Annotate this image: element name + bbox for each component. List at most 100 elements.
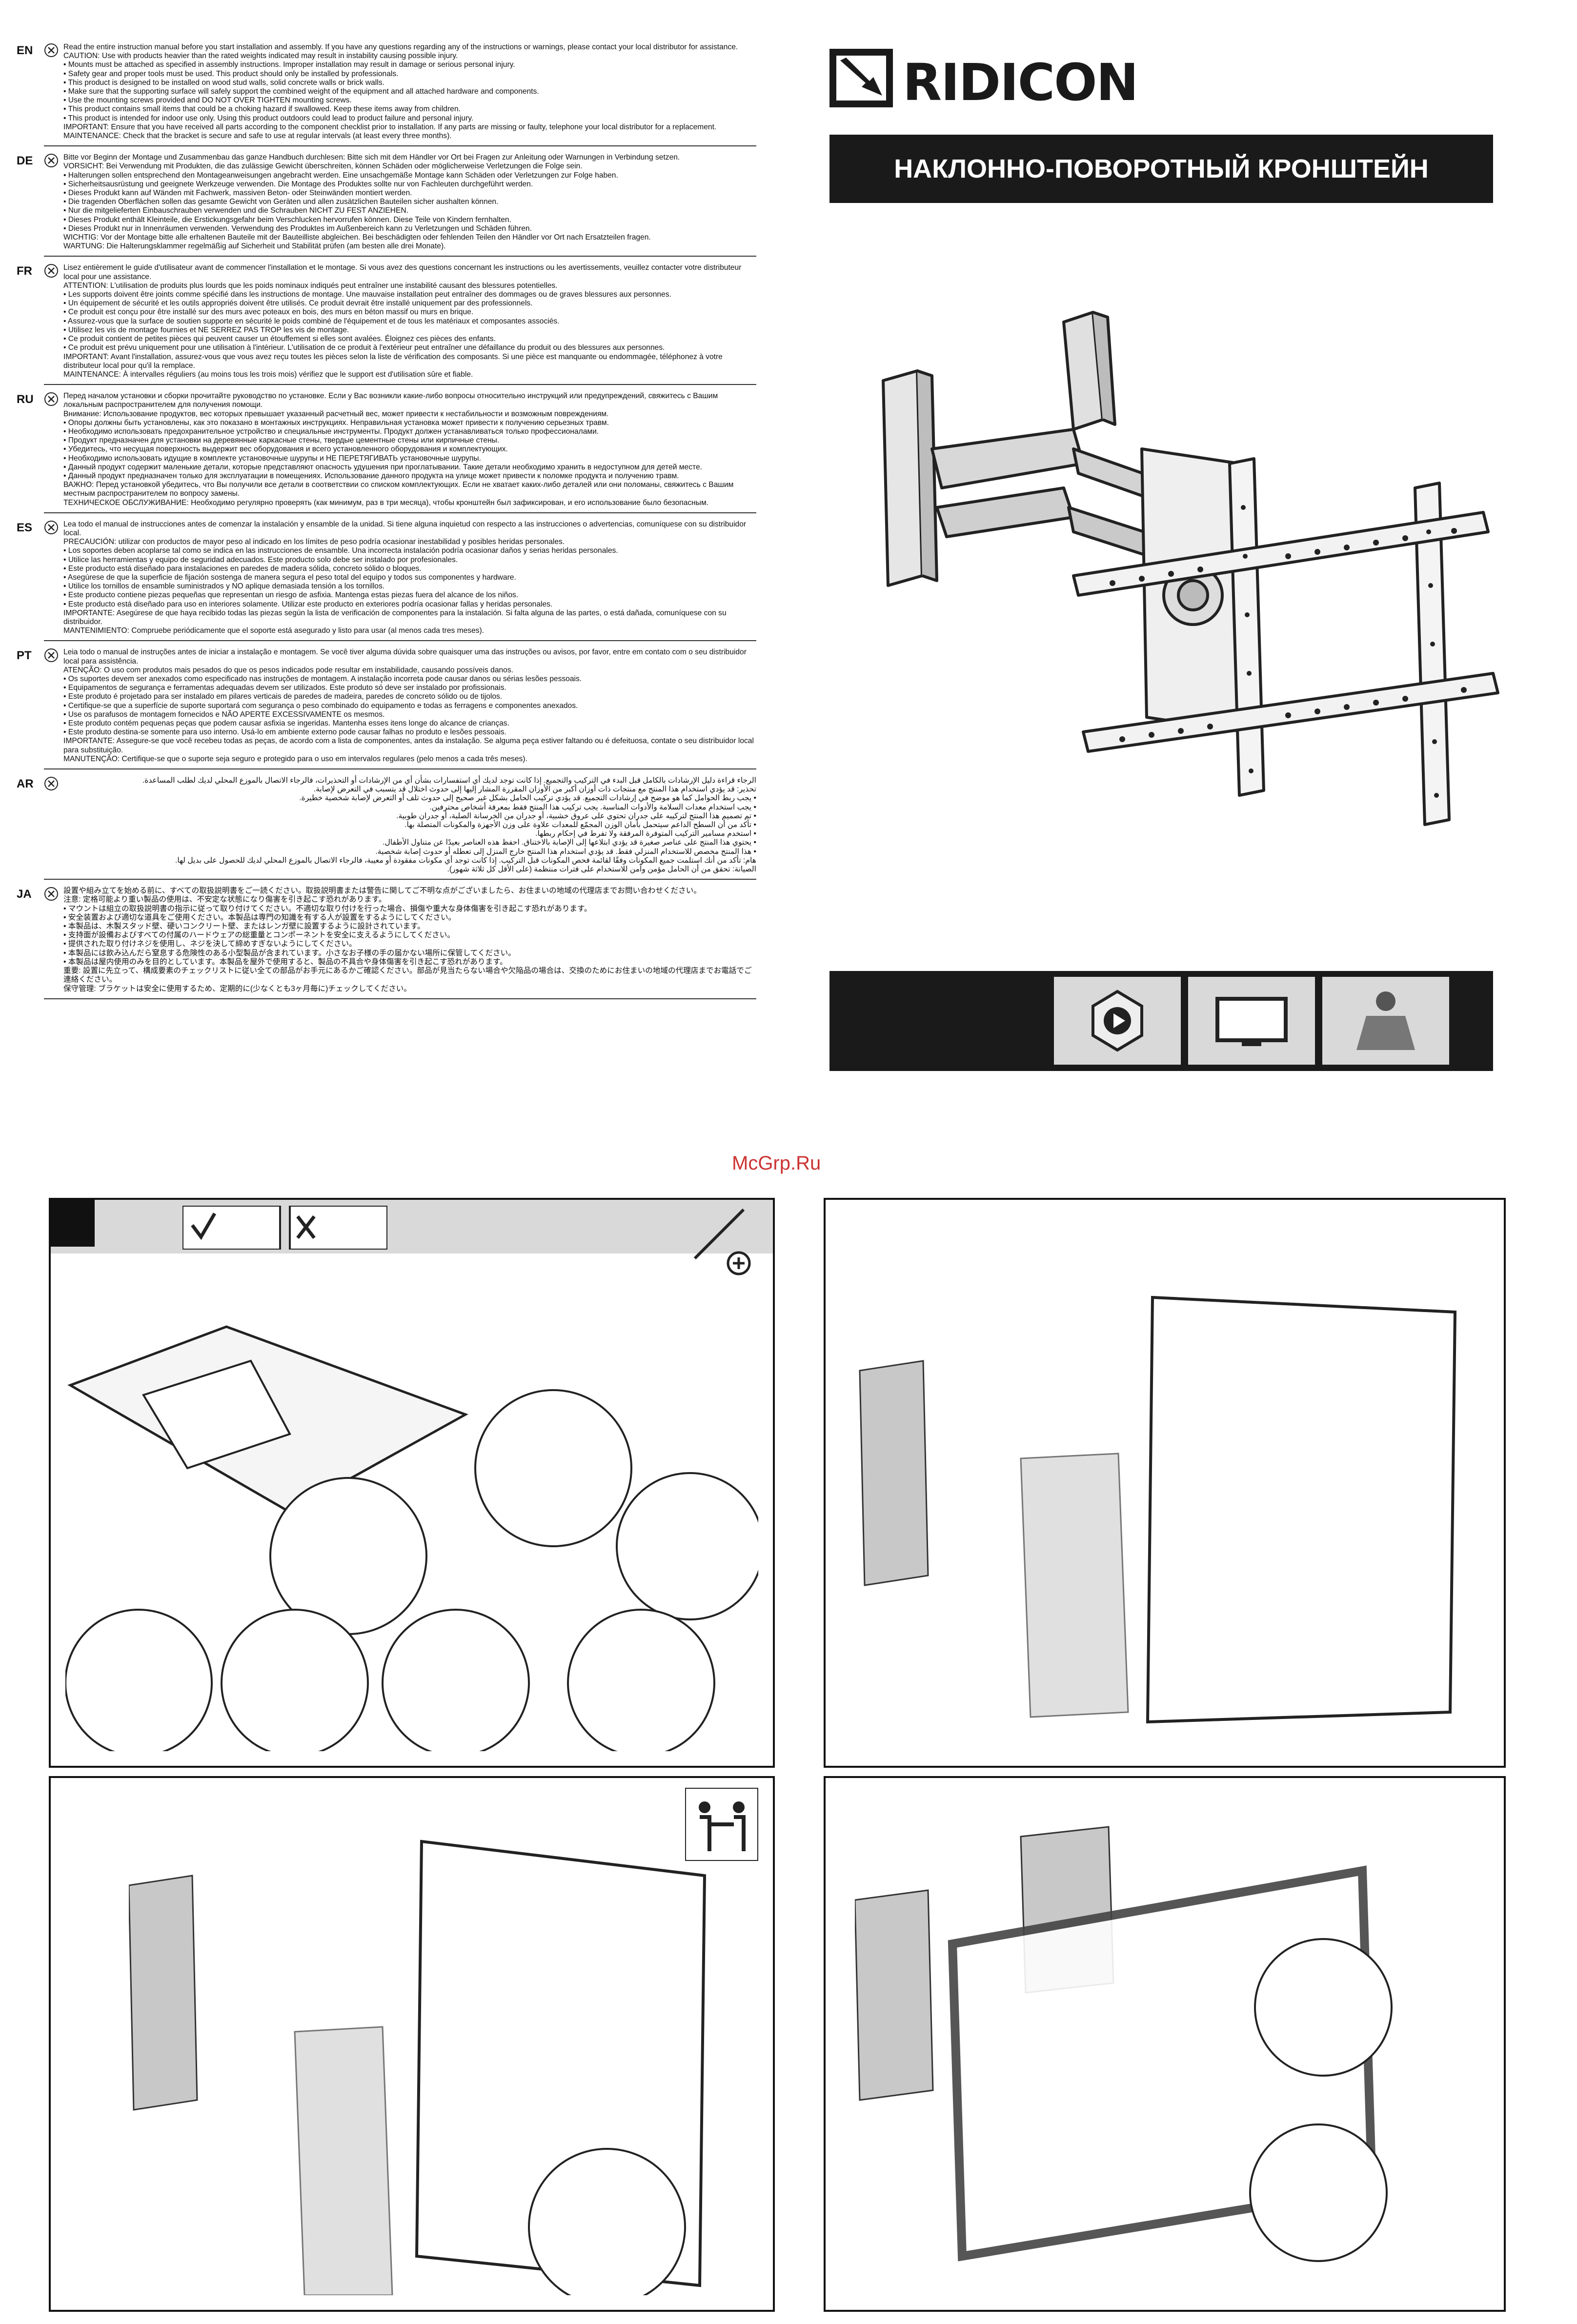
warning-paragraph: IMPORTANT: Avant l'installation, assurez… [63,352,723,370]
warning-paragraph: Внимание: Использование продуктов, вес к… [63,409,609,418]
warning-paragraph: MAINTENANCE: Check that the bracket is s… [63,132,452,141]
warning-paragraph: • Este producto está diseñado para uso e… [63,600,553,608]
warning-paragraph: • Данный продукт содержит маленькие дета… [63,463,702,471]
language-code: PT [17,649,32,663]
language-code: RU [17,393,34,406]
warning-paragraph: CAUTION: Use with products heavier than … [63,52,458,61]
warning-paragraph: • 本製品は、木製スタッド壁、硬いコンクリート壁、またはレンガ壁に設置するように… [63,922,425,931]
warning-section-ru: RU Перед началом установки и сборки прочи… [17,392,756,513]
warning-icon [44,154,58,168]
warning-paragraph: • Certifique-se que a superfície de supo… [63,701,578,710]
warning-paragraph: • Dieses Produkt enthält Kleinteile, die… [63,215,511,224]
step-panel-3 [49,1776,775,2312]
warning-paragraph: • Un équipement de sécurité et les outil… [63,299,533,308]
warning-paragraph: • Mounts must be attached as specified i… [63,61,515,69]
warning-paragraph: • يجب ربط الحوامل كما هو موضح في إرشادات… [299,794,756,803]
warning-paragraph: • 本製品は屋内使用のみを目的としています。本製品を屋外で使用すると、製品の不具… [63,957,507,966]
step-2-illustration [859,1295,1457,1724]
spec-icon-strip [829,971,1493,1071]
language-code: JA [17,888,32,901]
warning-paragraph: • Utilice los tornillos de ensamble sumi… [63,582,385,591]
warnings-column: EN Read the entire instruction manual bef… [17,43,756,1006]
warning-paragraph: الصيانة: تحقق من أن الحامل مؤمن وآمن للا… [447,865,757,874]
warning-paragraph: • Este produto é projetado para ser inst… [63,692,503,701]
warning-paragraph: Leia todo o manual de instruções antes d… [63,648,747,666]
warning-paragraph: • Les supports doivent être joints comme… [63,290,671,299]
warning-paragraph: WICHTIG: Vor der Montage bitte alle erha… [63,233,651,242]
warning-paragraph: • Ce produit est conçu pour être install… [63,308,474,317]
warning-paragraph: • Os suportes devem ser anexados como es… [63,675,582,683]
warning-paragraph: • 本製品には飲み込んだら窒息する危険性のある小型製品が含まれています。小さなお… [63,949,516,957]
warning-paragraph: • This product is designed to be install… [63,78,384,87]
warning-paragraph: • Ce produit est prévu uniquement pour u… [63,344,665,352]
warning-paragraph: IMPORTANT: Ensure that you have received… [63,122,717,131]
warning-section-pt: PT Leia todo o manual de instruções antes… [17,648,756,770]
warning-paragraph: • تأكد من أن السطح الداعم سيتحمل بأمان ا… [404,821,756,829]
warning-paragraph: ВАЖНО: Перед установкой убедитесь, что В… [63,481,734,498]
warning-paragraph: • Продукт предназначен для установки на … [63,436,500,445]
warning-paragraph: • Use the mounting screws provided and D… [63,96,352,105]
warning-icon [44,648,58,663]
language-code: DE [17,154,33,168]
step-3-illustration [129,1839,707,2295]
step-panel-4 [824,1776,1506,2312]
step-1-number [51,1200,95,1247]
warning-paragraph: هام: تأكد من أنك استلمت جميع المكونات وف… [175,856,756,865]
warning-paragraph: Lisez entièrement le guide d'utilisateur… [63,263,742,281]
warning-paragraph: • هذا المنتج مخصص للاستخدام المنزلي فقط.… [375,847,756,856]
warning-paragraph: • Die tragenden Oberflächen sollen das g… [63,198,499,206]
warning-text: Lea todo el manual de instrucciones ante… [63,520,756,636]
screwdriver-icon [693,1208,751,1275]
warning-text: Bitte vor Beginn der Montage und Zusamme… [63,153,756,251]
warning-paragraph: • Make sure that the supporting surface … [63,87,539,96]
warning-icon [44,264,58,278]
warning-paragraph: • 提供された取り付けネジを使用し、ネジを決して締めすぎないようにしてください。 [63,940,357,949]
warning-paragraph: • Убедитесь, что несущая поверхность выд… [63,445,508,454]
brand-name: RIDICON [903,53,1139,112]
warning-paragraph: • Los soportes deben acoplarse tal como … [63,546,618,555]
warning-paragraph: • Asegúrese de que la superficie de fija… [63,573,516,582]
warning-paragraph: • Dieses Produkt nur in Innenräumen verw… [63,224,532,233]
warning-paragraph: • Необходимо использовать идущие в компл… [63,454,481,463]
warning-paragraph: IMPORTANTE: Assegure-se que você recebeu… [63,737,754,754]
warning-paragraph: الرجاء قراءة دليل الإرشادات بالكامل قبل … [142,776,756,785]
warning-paragraph: • マウントは組立の取扱説明書の指示に従って取り付けてください。不適切な取り付け… [63,904,592,913]
swivel-tilt-icon-cell [1054,977,1181,1065]
brand-logo-mark [829,49,893,107]
warning-paragraph: • Dieses Produkt kann auf Wänden mit Fac… [63,189,412,198]
warning-paragraph: • Equipamentos de segurança e ferramenta… [63,684,506,692]
warning-paragraph: • Halterungen sollen entsprechend den Mo… [63,171,618,180]
warning-paragraph: • This product contains small items that… [63,105,461,114]
warning-paragraph: • Este producto contiene piezas pequeñas… [63,591,519,600]
warning-paragraph: • Опоры должны быть установлены, как это… [63,418,609,427]
warning-paragraph: Bitte vor Beginn der Montage und Zusamme… [63,153,680,162]
warning-paragraph: • تم تصميم هذا المنتج لتركيبه على جدران … [396,811,756,820]
warning-icon [44,520,58,534]
language-code: EN [17,44,33,57]
warning-paragraph: Перед началом установки и сборки прочита… [63,392,718,409]
warning-paragraph: • Este produto destina-se somente para u… [63,728,506,737]
warning-icon [44,43,58,57]
step-panel-2 [824,1198,1506,1768]
warning-text: الرجاء قراءة دليل الإرشادات بالكامل قبل … [63,776,756,874]
product-title: НАКЛОННО-ПОВОРОТНЫЙ КРОНШТЕЙН [894,154,1429,183]
warning-paragraph: MANTENIMIENTO: Compruebe periódicamente … [63,626,485,635]
warning-paragraph: Read the entire instruction manual befor… [63,43,738,51]
title-bar: НАКЛОННО-ПОВОРОТНЫЙ КРОНШТЕЙН [829,135,1493,203]
warning-text: Read the entire instruction manual befor… [63,43,756,141]
tv-size-icon-cell [1188,977,1315,1065]
warning-paragraph: VORSICHT: Bei Verwendung mit Produkten, … [63,162,583,171]
warning-paragraph: MANUTENÇÃO: Certifique-se que o suporte … [63,754,527,763]
language-code: ES [17,521,33,534]
warning-paragraph: • Данный продукт предназначен только для… [63,471,679,480]
step-panel-1 [49,1198,775,1768]
warning-section-es: ES Lea todo el manual de instrucciones an… [17,520,756,642]
product-illustration [882,311,1499,826]
two-person-icon [685,1788,758,1861]
cross-icon [296,1215,316,1239]
warning-text: Lisez entièrement le guide d'utilisateur… [63,263,756,379]
warning-paragraph: IMPORTANTE: Asegúrese de que haya recibi… [63,608,727,626]
